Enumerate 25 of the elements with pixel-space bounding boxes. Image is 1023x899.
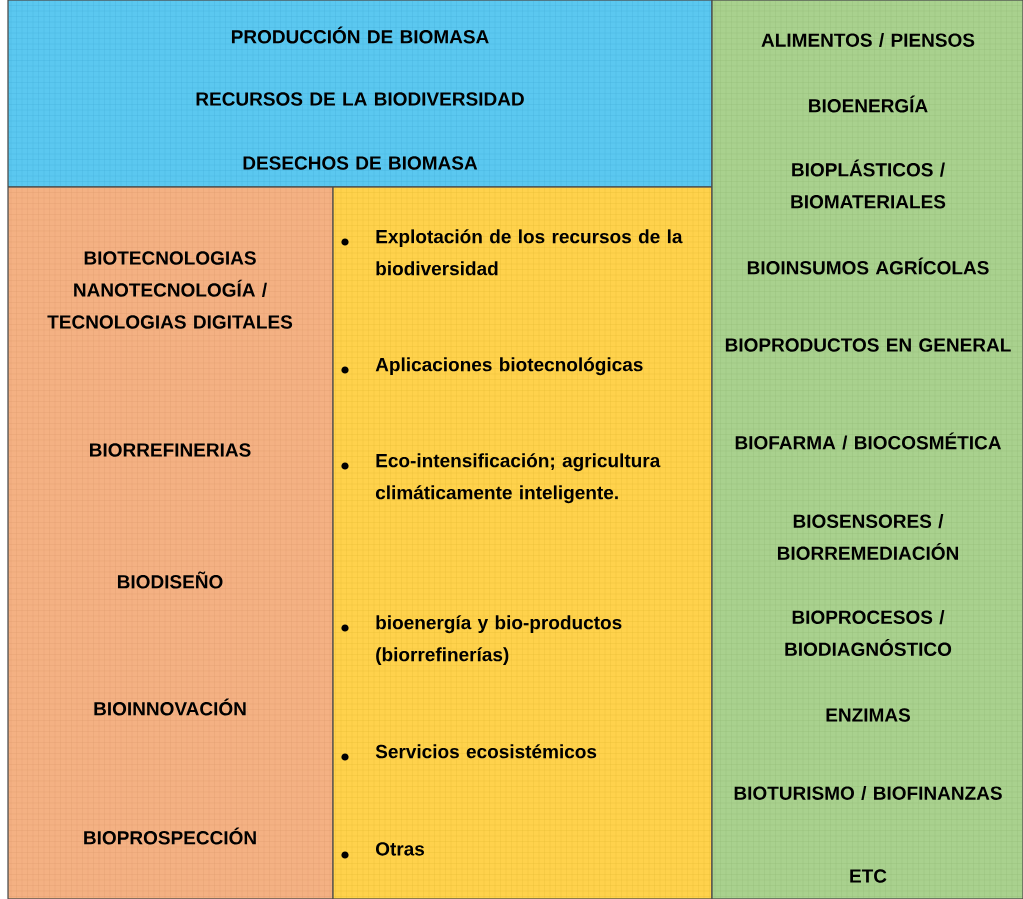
panel-text: BIOTURISMO / BIOFINANZAS [734,785,1002,801]
panel-text: ETC [850,869,887,883]
panel-text: RECURSOS DE LA BIODIVERSIDAD [196,92,524,106]
panel-text: BIOINSUMOS AGRÍCOLAS [747,257,989,275]
panel-text: Servicios ecosistémicos [375,744,597,759]
panel-text: ALIMENTOS / PIENSOS [761,32,975,48]
panel-text: Explotación de los recursos de la biodiversidad [376,229,683,276]
panel-text: BIOINNOVACIÓN [94,698,246,716]
panel-text: BIOPRODUCTOS EN GENERAL [725,338,1011,352]
panel-text: ENZIMAS [826,708,910,722]
panel-text: Eco-intensificación; agricultura climáticamente inteligente. [375,453,661,504]
panel-text: BIOPROSPECCIÓN [84,827,256,845]
panel-text: BIOPLÁSTICOS / BIOMATERIALES [791,159,946,209]
panel-text: Otras [376,842,425,856]
panel-text: BIODISEÑO [117,571,223,589]
panel-text: DESECHOS DE BIOMASA [243,156,478,170]
panel-text: BIOSENSORES / BIORREMEDIACIÓN [777,514,958,560]
panel-text: BIOENERGÍA [809,95,928,113]
panel-text: bioenergía y bio-productos (biorrefinerías) [376,615,622,666]
panel-text: BIOFARMA / BIOCOSMÉTICA [735,432,1001,450]
panel-text: BIOTECNOLOGIAS NANOTECNOLOGÍA / TECNOLOGIAS DIGITALES [47,251,293,329]
panel-text: BIORREFINERIAS [90,443,251,457]
panel-text: BIOPROCESOS / BIODIAGNÓSTICO [785,610,952,656]
panel-text: Aplicaciones biotecnológicas [375,357,643,376]
panel-text: PRODUCCIÓN DE BIOMASA [231,26,489,44]
